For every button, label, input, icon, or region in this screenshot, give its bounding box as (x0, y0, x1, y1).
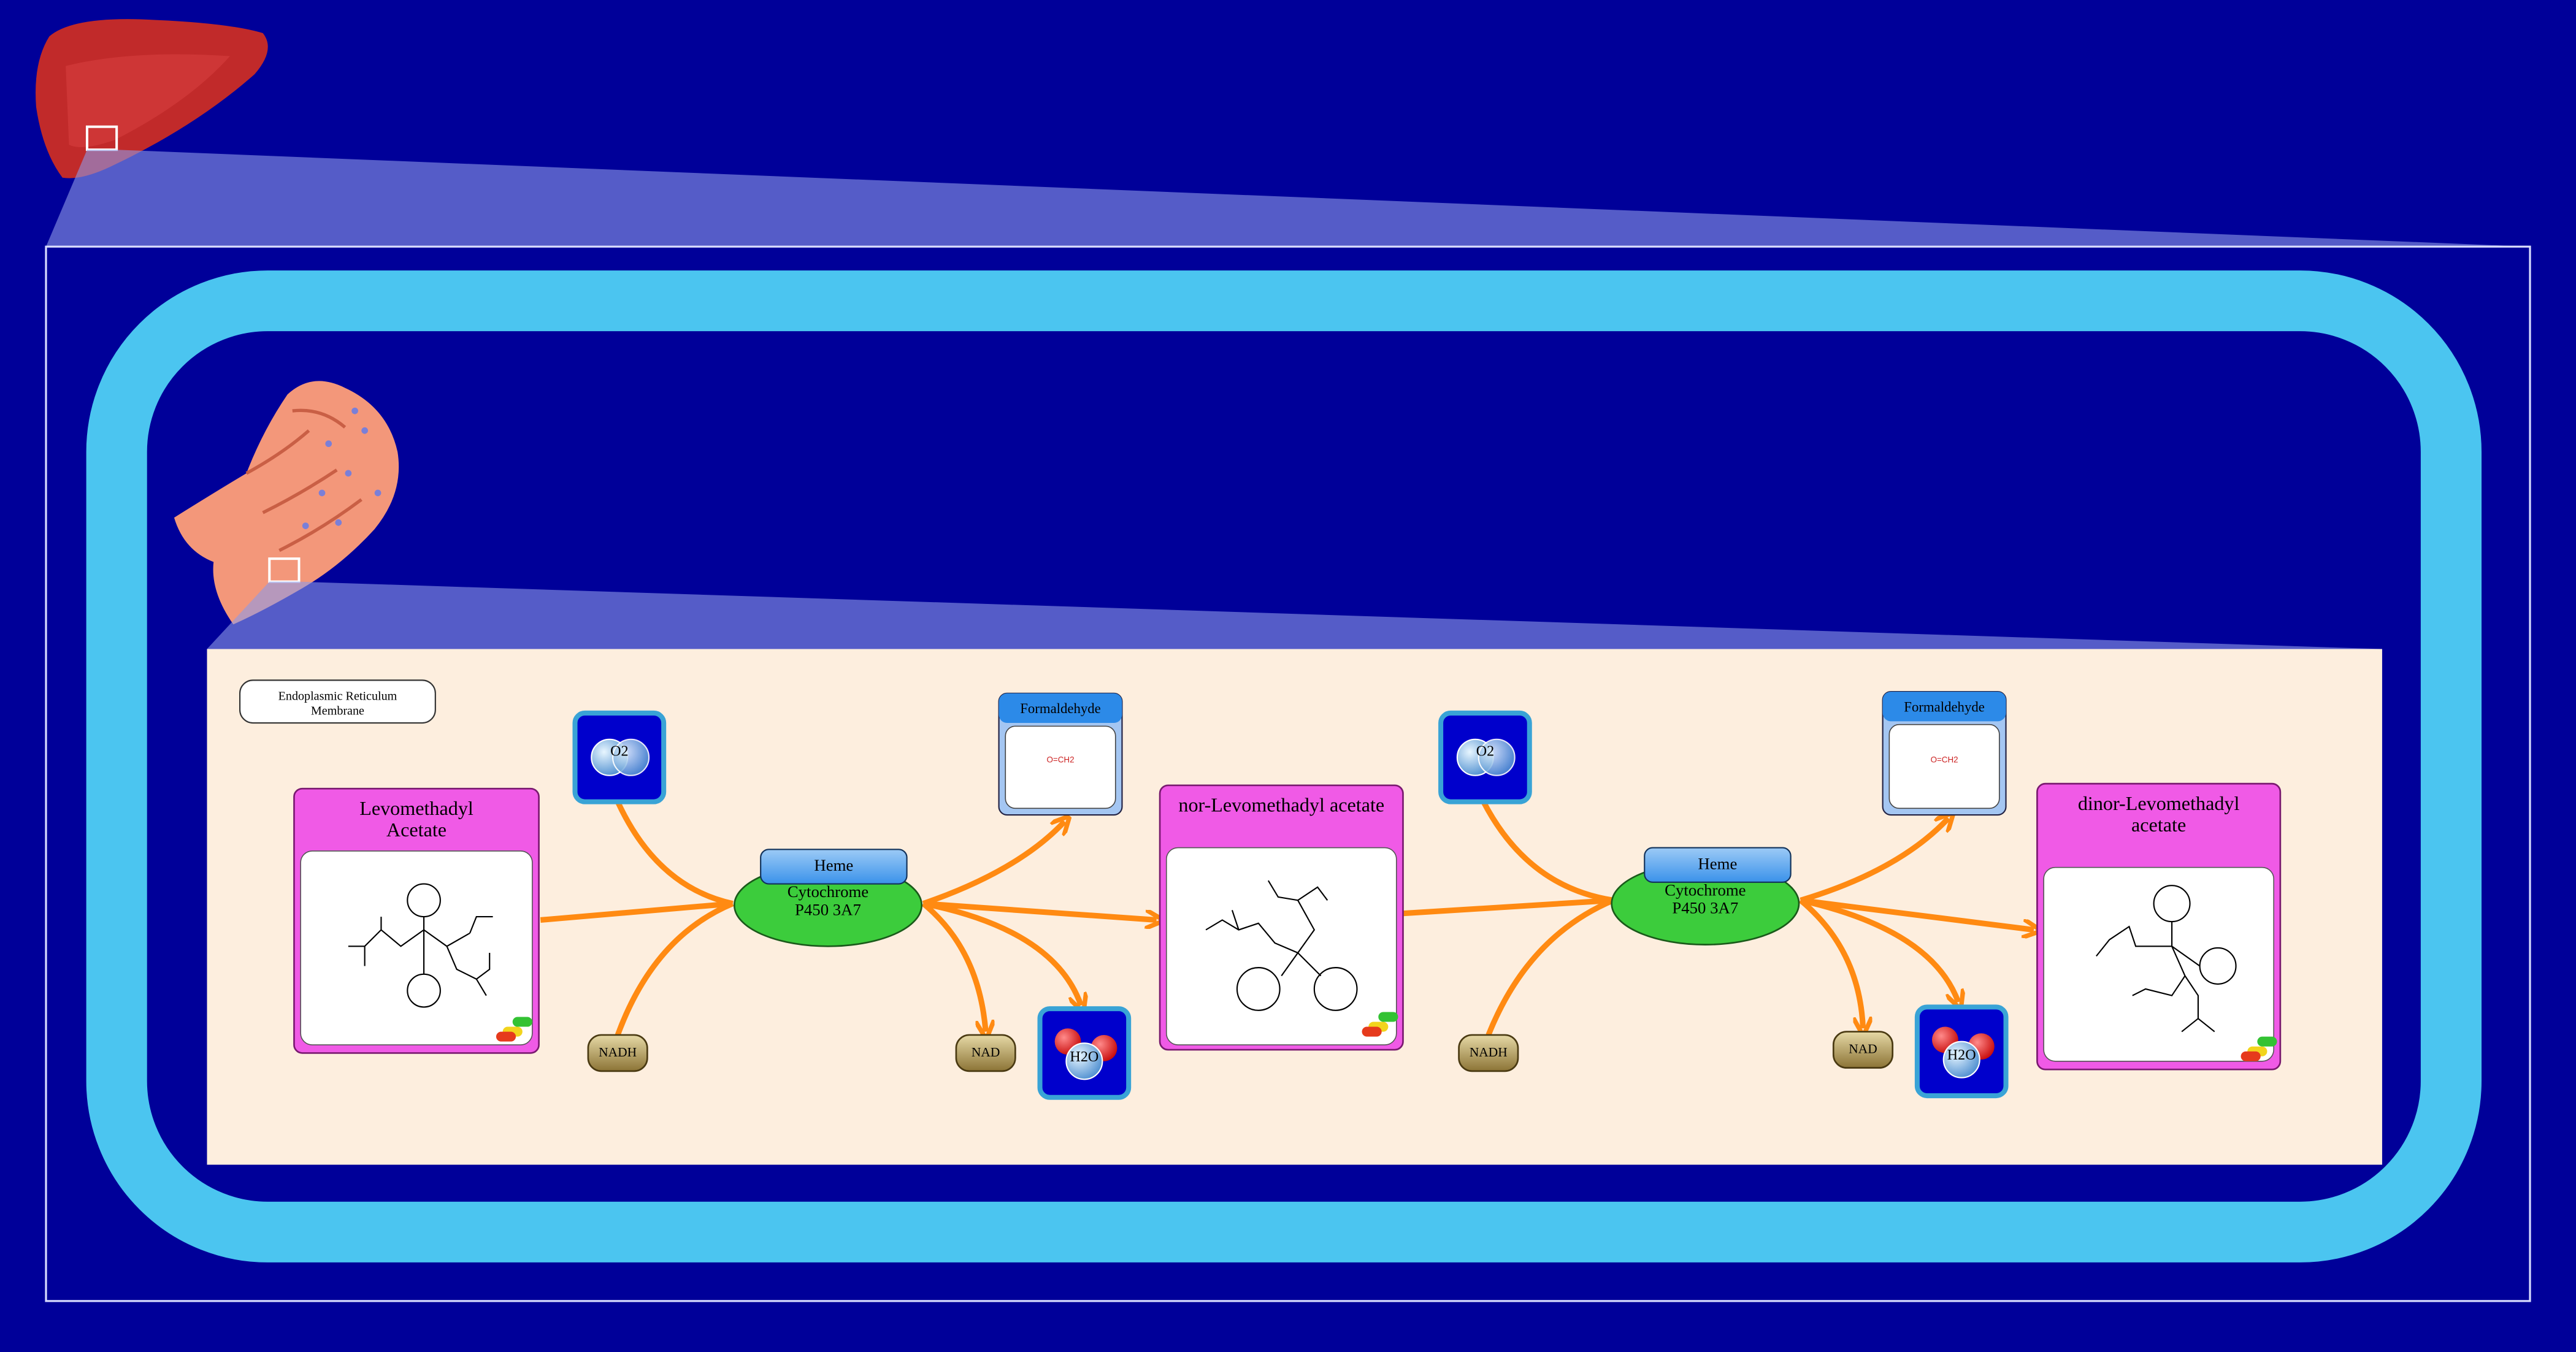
oxygen-label: O2 (1476, 743, 1495, 759)
formaldehyde-box-2[interactable]: Formaldehyde O=CH2 (1882, 691, 2007, 816)
formaldehyde-structure: O=CH2 (1930, 755, 1958, 766)
endoplasmic-reticulum-icon (174, 381, 399, 625)
nad-label: NAD (1849, 1041, 1877, 1056)
heme-label: Heme (1698, 855, 1738, 874)
cell-membrane (86, 270, 2482, 1262)
oxygen-box[interactable]: O2 (1438, 710, 1532, 804)
location-label: Endoplasmic Reticulum Membrane (278, 688, 397, 718)
water-label: H2O (1947, 1046, 1976, 1063)
formaldehyde-structure: O=CH2 (1046, 755, 1075, 766)
nadh-label: NADH (1469, 1045, 1508, 1060)
enzyme-name: Cytochrome P450 3A7 (1665, 882, 1746, 919)
byproduct-label: Formaldehyde (1904, 698, 1985, 715)
compound-name: dinor-Levomethadyl acetate (2077, 792, 2240, 836)
reaction-arrows (540, 800, 2034, 1035)
oxygen-label: O2 (610, 743, 629, 759)
water-label: H2O (1070, 1048, 1099, 1065)
nadh-cofactor[interactable]: NADH (587, 1034, 648, 1072)
nad-label: NAD (971, 1045, 1000, 1060)
nadh-label: NADH (599, 1045, 637, 1060)
oxygen-box[interactable]: O2 (572, 710, 667, 804)
water-box[interactable]: H2O (1914, 1004, 2009, 1099)
enzyme-cyp3a7-1[interactable]: Cytochrome P450 3A7 Heme (733, 849, 923, 947)
compound-card-levomethadyl-acetate[interactable]: Levomethadyl Acetate (293, 787, 540, 1054)
pill-badge-icon (1362, 1012, 1398, 1037)
compound-card-nor-levomethadyl-acetate[interactable]: nor-Levomethadyl acetate (1159, 784, 1404, 1051)
enzyme-name: Cytochrome P450 3A7 (787, 884, 869, 920)
er-zoom-projection (207, 581, 2382, 649)
location-label-box (239, 679, 436, 724)
zoom-projection (46, 150, 2530, 247)
nor-levomethadyl-acetate-structure (1205, 880, 1358, 1011)
nadh-cofactor[interactable]: NADH (1458, 1034, 1519, 1072)
levomethadyl-acetate-structure (348, 883, 493, 1008)
zoom-frame (45, 245, 2531, 1302)
compound-name: nor-Levomethadyl acetate (1178, 793, 1385, 817)
enzyme-cyp3a7-2[interactable]: Cytochrome P450 3A7 Heme (1611, 847, 1800, 945)
pill-badge-icon (496, 1017, 532, 1042)
byproduct-label: Formaldehyde (1020, 700, 1101, 717)
compound-card-dinor-levomethadyl-acetate[interactable]: dinor-Levomethadyl acetate (2036, 782, 2282, 1071)
heme-label: Heme (814, 857, 854, 876)
pill-badge-icon (2241, 1036, 2277, 1061)
liver-icon (36, 19, 268, 178)
dinor-levomethadyl-acetate-structure (2096, 885, 2237, 1033)
nad-cofactor[interactable]: NAD (1832, 1031, 1894, 1069)
compound-name: Levomethadyl Acetate (359, 796, 473, 841)
water-box[interactable]: H2O (1037, 1006, 1132, 1100)
formaldehyde-box-1[interactable]: Formaldehyde O=CH2 (998, 692, 1123, 816)
nad-cofactor[interactable]: NAD (955, 1034, 1016, 1072)
